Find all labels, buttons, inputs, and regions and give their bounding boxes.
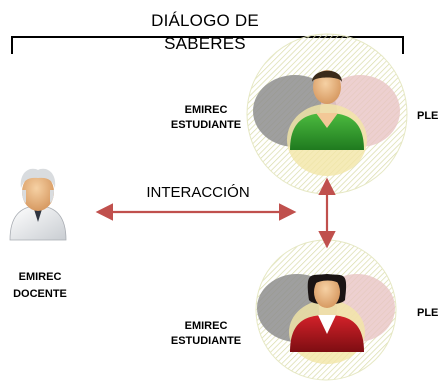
teacher-icon	[9, 168, 67, 241]
student-bottom-label-line2: ESTUDIANTE	[170, 335, 242, 347]
teacher-label-line2: DOCENTE	[13, 288, 67, 300]
student-top-ple-label: PLE	[417, 110, 439, 122]
title-line-1: DIÁLOGO DE	[151, 11, 259, 30]
student-male-icon	[290, 70, 364, 150]
title-line-2: SABERES	[164, 34, 246, 53]
student-top-label-line1: EMIREC	[184, 104, 228, 116]
interaction-label: INTERACCIÓN	[146, 184, 250, 201]
title-bracket	[11, 36, 404, 54]
student-top-label-line2: ESTUDIANTE	[170, 119, 242, 131]
teacher-label-line1: EMIREC	[18, 271, 62, 283]
student-bottom-ple-label: PLE	[417, 307, 439, 319]
student-female-icon	[290, 274, 364, 352]
student-bottom-circle	[255, 239, 397, 381]
student-bottom-label-line1: EMIREC	[184, 320, 228, 332]
